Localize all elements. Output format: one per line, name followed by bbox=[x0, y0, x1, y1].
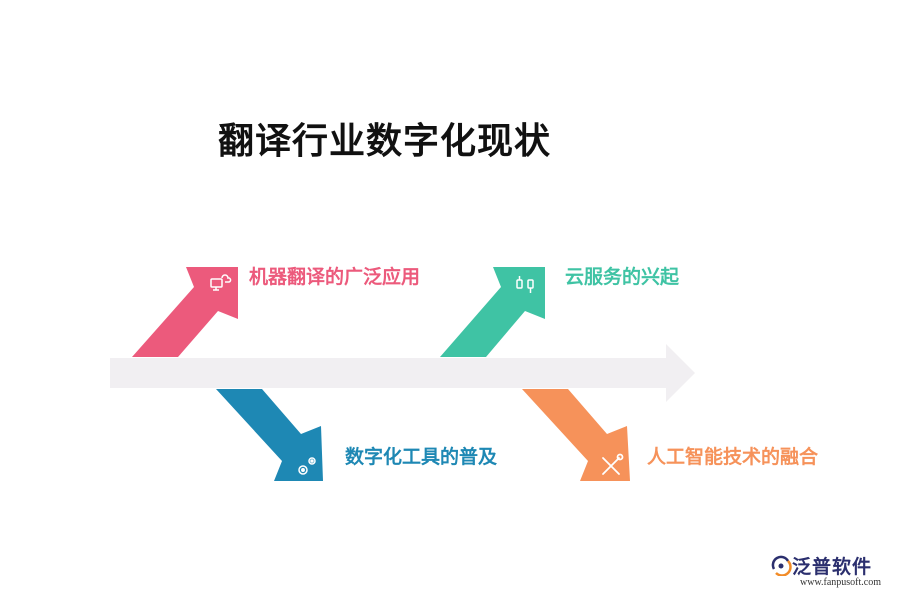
tools-icon bbox=[602, 453, 624, 475]
branch-arrow-3 bbox=[440, 267, 545, 357]
branch-label-2: 数字化工具的普及 bbox=[345, 446, 498, 468]
page-title: 翻译行业数字化现状 bbox=[218, 121, 552, 162]
branch-label-3: 云服务的兴起 bbox=[565, 266, 680, 288]
branch-arrow-4 bbox=[522, 389, 630, 481]
plug-icon bbox=[516, 276, 534, 293]
branch-label-4: 人工智能技术的融合 bbox=[647, 446, 819, 468]
cloud-computer-icon bbox=[210, 274, 232, 291]
gears-icon bbox=[298, 457, 316, 475]
logo-url: www.fanpusoft.com bbox=[800, 577, 882, 588]
branch-arrow-1 bbox=[132, 267, 238, 357]
branch-label-1: 机器翻译的广泛应用 bbox=[249, 266, 421, 288]
logo-name: 泛普软件 bbox=[792, 556, 873, 578]
brand-logo: 泛普软件 www.fanpusoft.com bbox=[770, 552, 890, 592]
logo-mark-icon bbox=[771, 555, 792, 576]
spine-arrow bbox=[110, 344, 695, 402]
branch-arrow-2 bbox=[216, 389, 323, 481]
